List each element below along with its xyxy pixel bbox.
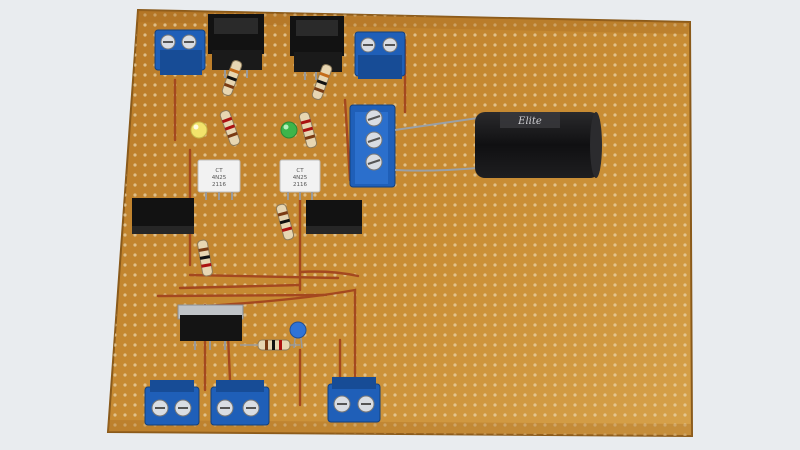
optocoupler-right-label-2: 4N25 <box>293 175 308 181</box>
optocoupler-right-label-1: CT <box>296 168 304 174</box>
resistors <box>197 60 333 351</box>
terminal-block-bottom-3 <box>327 377 381 423</box>
optocoupler-right-label-3: 2116 <box>293 182 307 188</box>
optocoupler-right: CT 4N25 2116 <box>279 159 321 200</box>
capacitor-ceramic-blue <box>289 321 307 349</box>
terminal-block-bottom-2 <box>210 380 270 426</box>
wires <box>156 38 407 407</box>
terminal-block-bottom-1 <box>144 380 200 426</box>
module-right <box>306 200 362 234</box>
capacitor-electrolytic: Elite <box>394 112 602 178</box>
transistor-right <box>290 16 344 80</box>
terminal-block-triple <box>349 104 396 188</box>
optocoupler-left-label-2: 4N25 <box>212 175 227 181</box>
voltage-regulator <box>177 304 244 350</box>
terminal-block-top-left <box>154 29 206 75</box>
led-yellow <box>190 121 208 139</box>
module-left <box>132 198 194 234</box>
transistor-left <box>208 14 264 78</box>
terminal-block-top-right <box>354 31 406 79</box>
optocoupler-left: CT 4N25 2116 <box>197 159 241 200</box>
led-green <box>280 121 298 139</box>
optocoupler-left-label-3: 2116 <box>212 182 226 188</box>
optocoupler-left-label-1: CT <box>215 168 223 174</box>
capacitor-brand-text: Elite <box>517 116 542 127</box>
